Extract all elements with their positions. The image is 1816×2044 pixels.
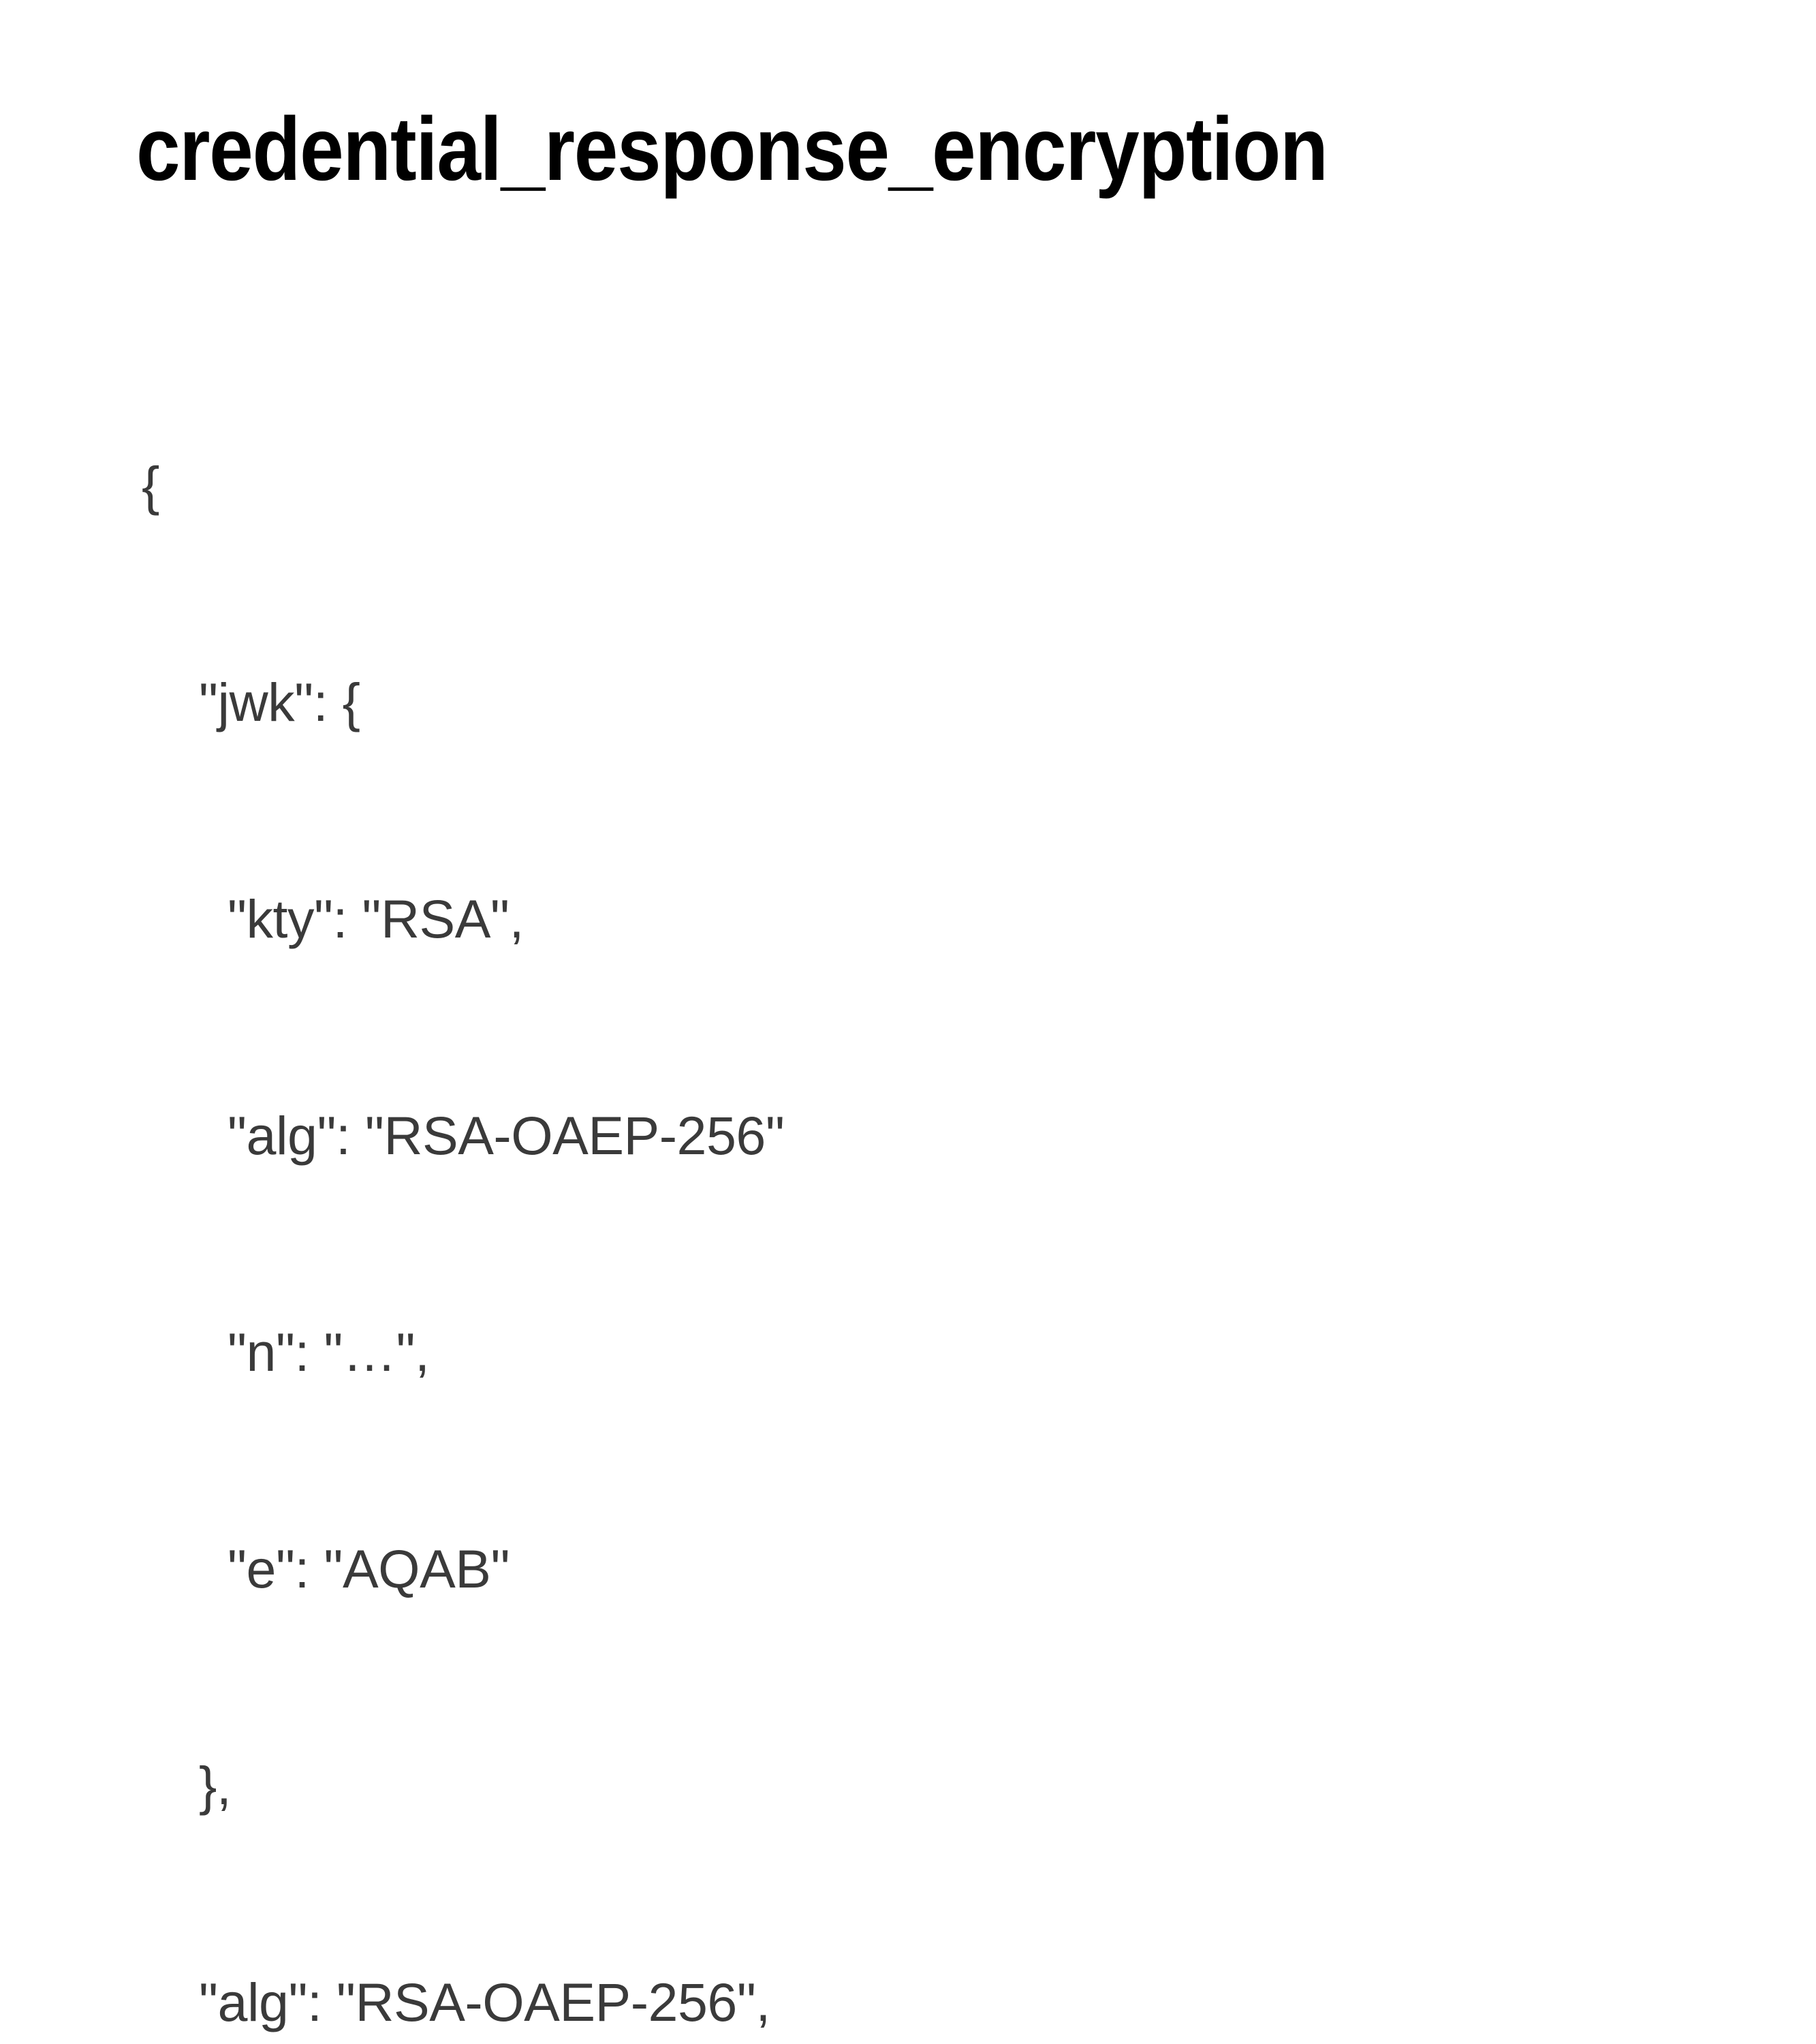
- code-line: "kty": "RSA",: [228, 888, 524, 949]
- page-title: credential_response_encryption: [136, 99, 1328, 199]
- slide-canvas: credential_response_encryption { "jwk": …: [136, 99, 1328, 2032]
- code-line: "e": "AQAB": [228, 1538, 510, 1599]
- code-line: "n": "…",: [228, 1322, 430, 1382]
- json-code-block: { "jwk": { "kty": "RSA", "alg": "RSA-OAE…: [136, 233, 807, 2044]
- code-line: "alg": "RSA-OAEP-256": [228, 1105, 785, 1166]
- code-line: "alg": "RSA-OAEP-256",: [199, 1972, 770, 2032]
- code-line: },: [199, 1755, 232, 1816]
- code-line: {: [142, 455, 159, 516]
- code-line: "jwk": {: [199, 672, 360, 732]
